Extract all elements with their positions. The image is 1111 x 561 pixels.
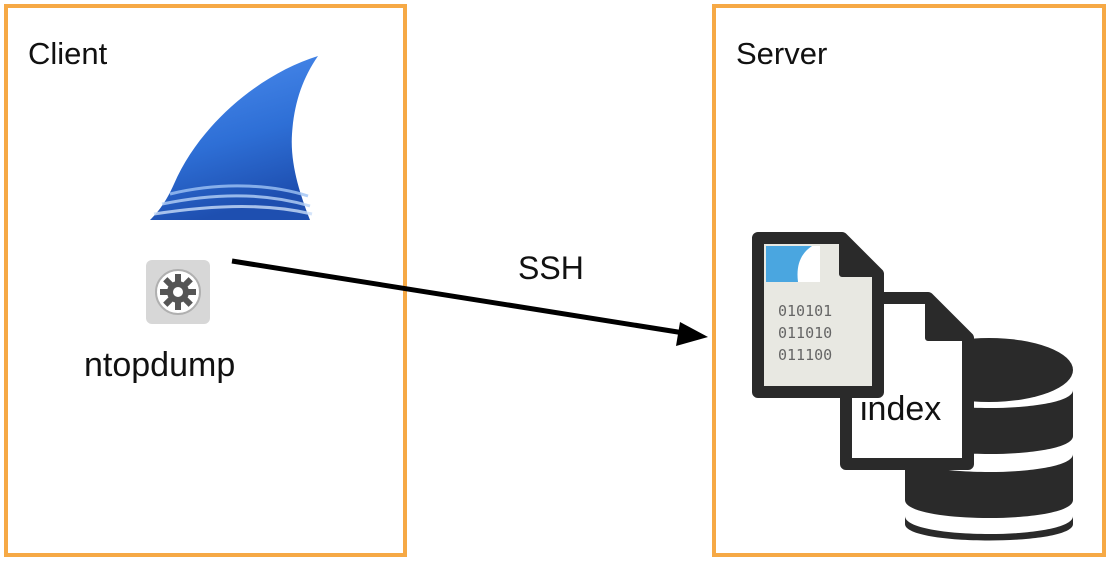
- ntopdump-label: ntopdump: [84, 346, 236, 384]
- pcap-bits-line-1: 010101: [778, 302, 832, 320]
- pcap-file-icon: 010101 011010 011100: [752, 232, 884, 398]
- gear-icon: [146, 260, 210, 324]
- pcap-bits-line-2: 011010: [778, 324, 832, 342]
- client-title: Client: [28, 36, 108, 71]
- wireshark-fin-icon: [150, 56, 318, 220]
- server-title: Server: [736, 36, 828, 71]
- ssh-label: SSH: [518, 250, 584, 286]
- pcap-bits-line-3: 011100: [778, 346, 832, 364]
